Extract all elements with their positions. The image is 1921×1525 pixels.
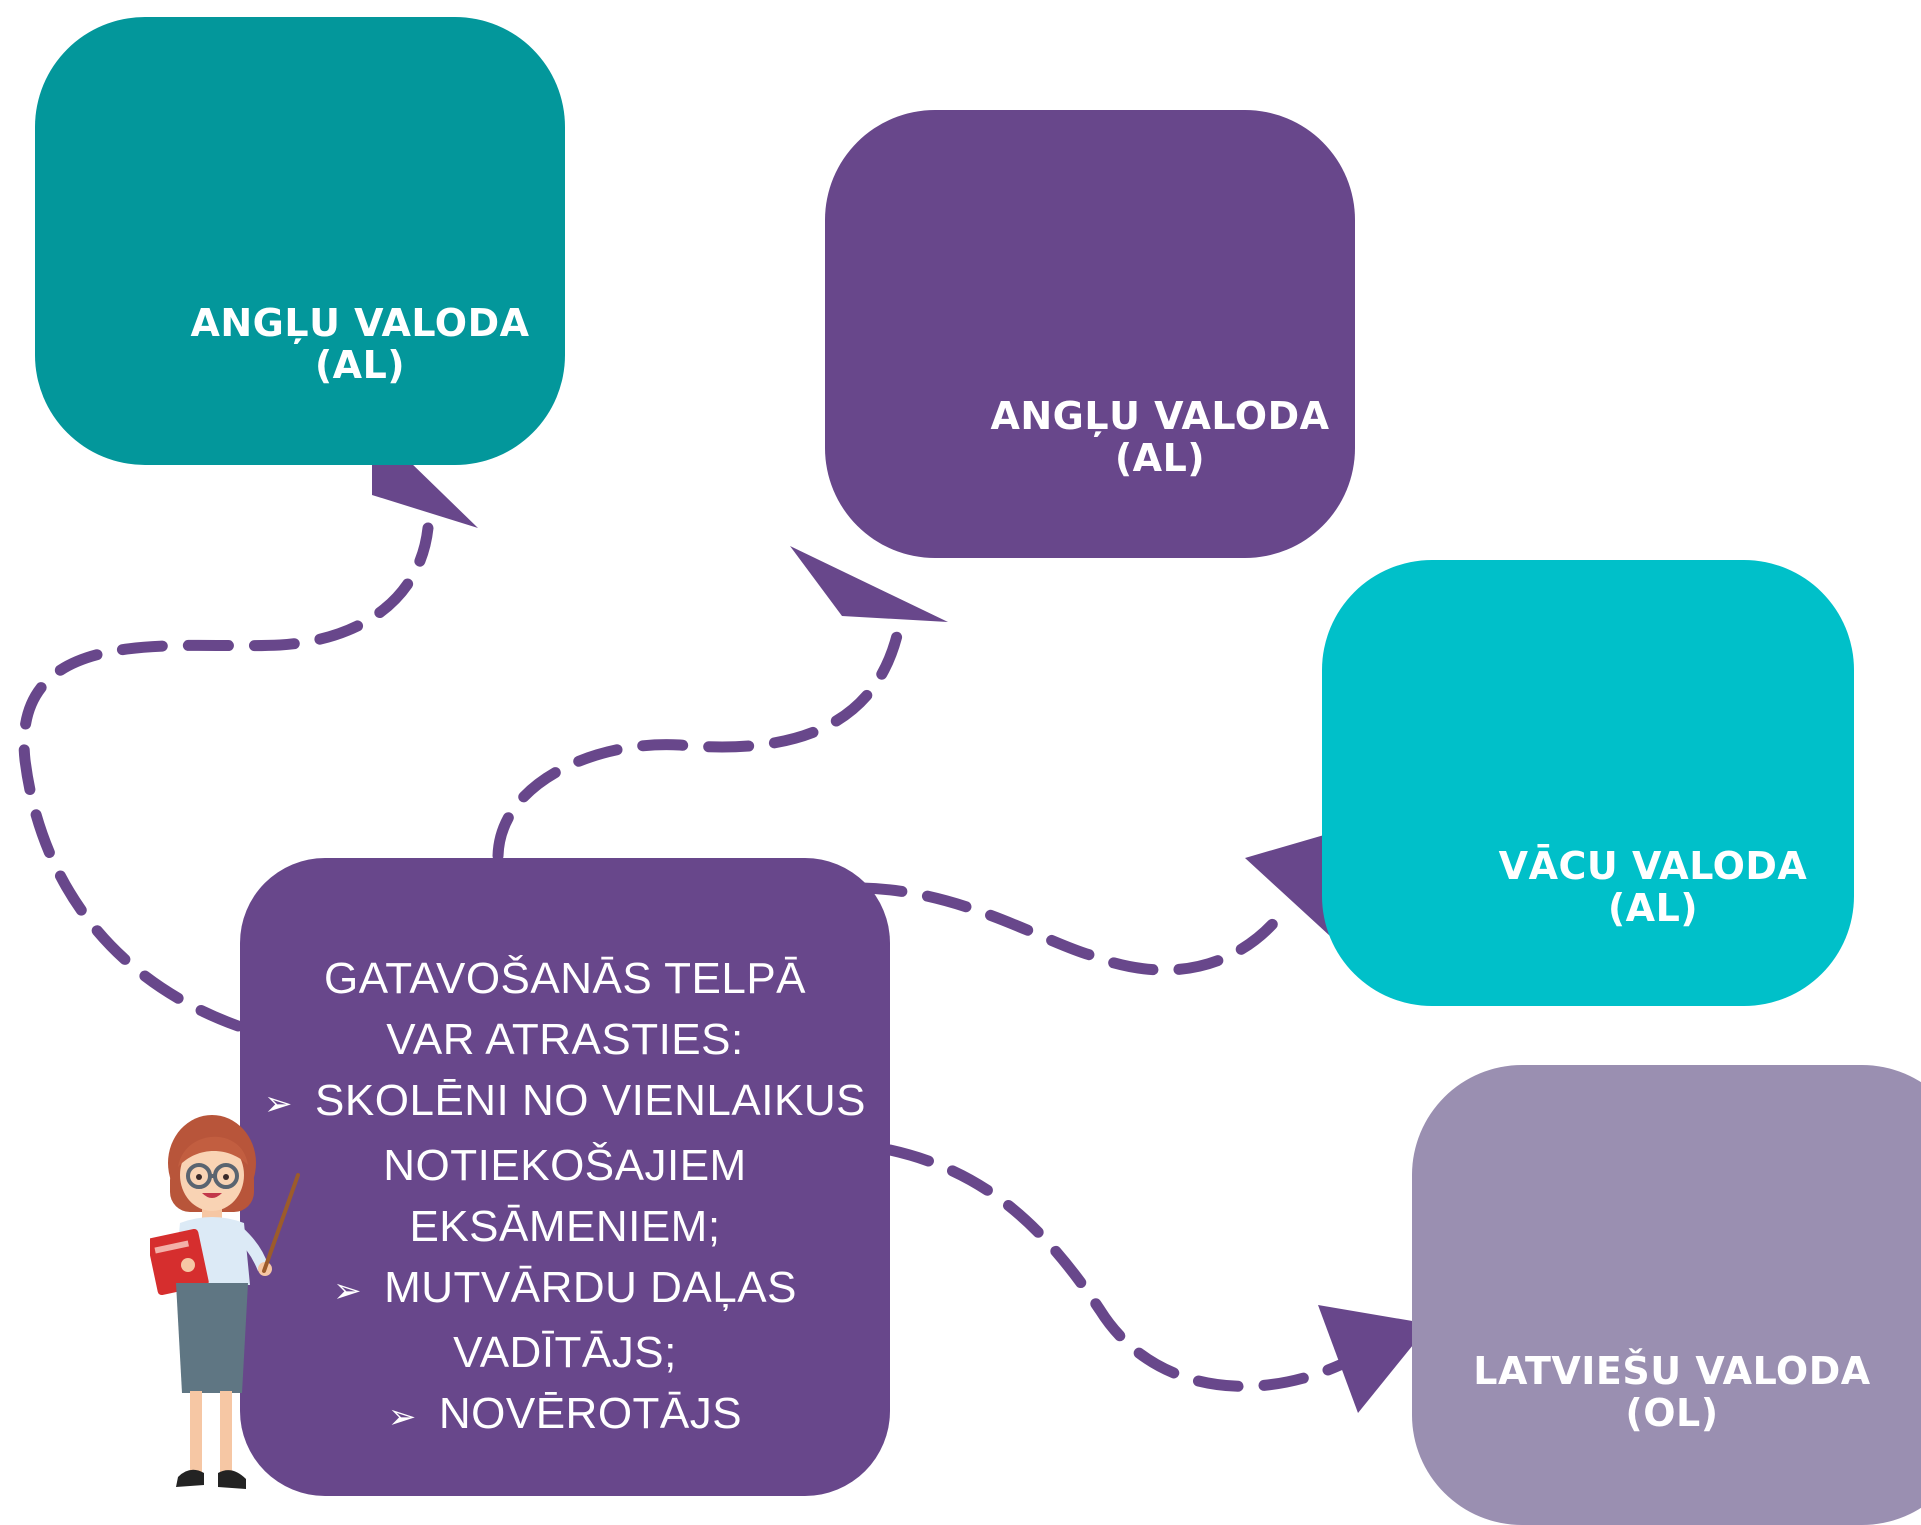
teacher-illustration: [150, 1115, 300, 1489]
arrow-path-to-angl-al-2: [492, 616, 906, 862]
arrow-path-to-latviesu-ol: [884, 1144, 1346, 1392]
room-label: ANGĻU VALODA (AL): [990, 394, 1330, 480]
arrowhead-angl-al-2-icon: [790, 546, 948, 622]
room-label: ANGĻU VALODA (AL): [190, 301, 530, 387]
room-label: LATVIEŠU VALODA (OL): [1473, 1349, 1871, 1435]
preparation-room-box: GATAVOŠANĀS TELPĀ VAR ATRASTIES: ➢SKOLĒN…: [240, 858, 890, 1496]
list-item: ➢NOVĒROTĀJS: [240, 1383, 890, 1448]
preparation-room-list: ➢SKOLĒNI NO VIENLAIKUS NOTIEKOŠAJIEM EKS…: [240, 1070, 890, 1448]
room-box-latviesu-ol: LATVIEŠU VALODA (OL): [1412, 1065, 1921, 1525]
arrowhead-bullet-icon: ➢: [264, 1085, 294, 1123]
arrow-path-to-vacu-al: [856, 882, 1294, 976]
preparation-room-title: GATAVOŠANĀS TELPĀ VAR ATRASTIES:: [323, 954, 807, 1064]
list-item: ➢MUTVĀRDU DAĻAS VADĪTĀJS;: [333, 1263, 797, 1377]
arrowhead-bullet-icon: ➢: [387, 1398, 417, 1436]
arrowhead-latviesu-ol-icon: [1318, 1305, 1430, 1413]
room-label: VĀCU VALODA (AL): [1498, 844, 1808, 930]
arrow-path-to-angl-al-1: [18, 522, 434, 1032]
room-box-angl-al-2: ANGĻU VALODA (AL): [825, 110, 1355, 558]
arrowhead-bullet-icon: ➢: [333, 1272, 363, 1310]
room-box-angl-al-1: ANGĻU VALODA (AL): [35, 17, 565, 465]
list-item: ➢SKOLĒNI NO VIENLAIKUS NOTIEKOŠAJIEM EKS…: [264, 1076, 866, 1251]
room-box-vacu-al: VĀCU VALODA (AL): [1322, 560, 1854, 1006]
